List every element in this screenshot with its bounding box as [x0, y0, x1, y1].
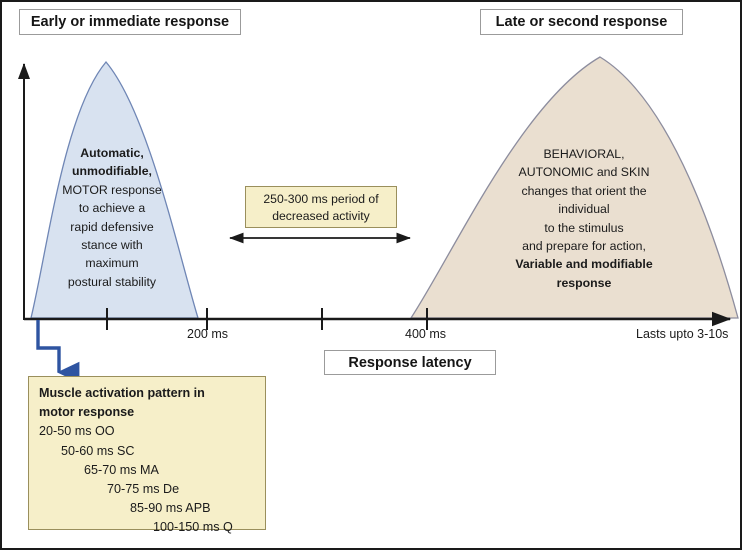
- late-response-line-1: AUTONOMIC and SKIN: [518, 165, 650, 180]
- muscle-activation-box: Muscle activation pattern in motor respo…: [28, 376, 266, 534]
- late-response-title: Late or second response: [480, 9, 683, 35]
- late-response-line-4: to the stimulus: [544, 220, 624, 235]
- early-response-line-3: to achieve a: [78, 201, 146, 216]
- early-response-line-1: unmodifiable,: [72, 164, 152, 179]
- muscle-box-connector-arrow: [36, 320, 80, 383]
- late-response-line-5: and prepare for action,: [522, 239, 646, 254]
- muscle-box-heading-0: Muscle activation pattern in: [39, 386, 205, 400]
- muscle-entry-3: 70-75 ms De: [107, 482, 180, 497]
- late-response-line-2: changes that orient the: [521, 183, 647, 198]
- late-response-line-6: Variable and modifiable: [515, 257, 653, 272]
- response-latency-label: Response latency: [324, 350, 496, 375]
- early-response-line-0: Automatic,: [80, 146, 144, 160]
- early-response-line-4: rapid defensive: [70, 219, 154, 234]
- decreased-activity-line-1: decreased activity: [272, 209, 370, 223]
- muscle-entry-4: 85-90 ms APB: [130, 501, 211, 516]
- decreased-activity-line-0: 250-300 ms period of: [263, 192, 379, 206]
- early-response-line-7: postural stability: [67, 274, 157, 289]
- late-response-line-7: response: [556, 275, 612, 290]
- axis-label-lasts-upto: Lasts upto 3-10s: [636, 327, 729, 341]
- early-response-line-2: MOTOR response: [62, 182, 162, 197]
- late-response-text: BEHAVIORAL, AUTONOMIC and SKIN changes t…: [482, 145, 686, 292]
- decreased-activity-callout: 250-300 ms period of decreased activity: [245, 186, 397, 228]
- muscle-entry-1: 50-60 ms SC: [61, 443, 135, 458]
- muscle-entry-0: 20-50 ms OO: [39, 424, 115, 439]
- late-response-line-0: BEHAVIORAL,: [543, 147, 625, 161]
- muscle-entry-2: 65-70 ms MA: [84, 462, 159, 477]
- muscle-box-heading-1: motor response: [39, 405, 135, 420]
- late-response-line-3: individual: [558, 202, 610, 217]
- axis-label-400ms: 400 ms: [405, 327, 446, 341]
- early-response-line-5: stance with: [81, 238, 143, 253]
- early-response-line-6: maximum: [85, 256, 139, 271]
- early-response-title: Early or immediate response: [19, 9, 241, 35]
- muscle-entry-5: 100-150 ms Q: [153, 520, 233, 535]
- axis-label-200ms: 200 ms: [187, 327, 228, 341]
- early-response-text: Automatic, unmodifiable, MOTOR response …: [38, 144, 186, 291]
